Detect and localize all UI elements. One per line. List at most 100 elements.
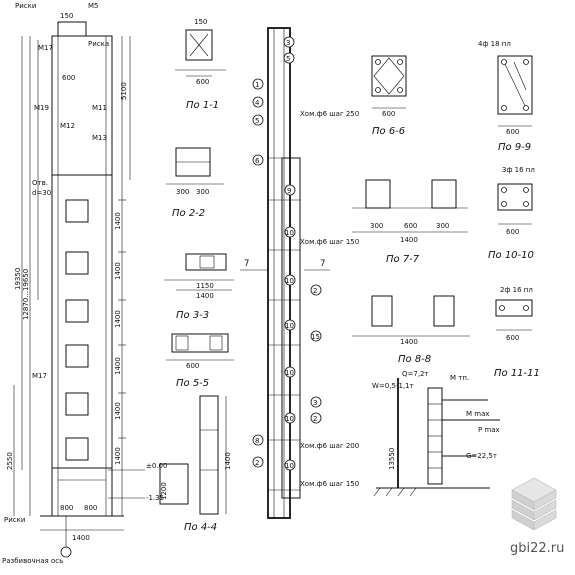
callout-number: 5 xyxy=(255,117,259,125)
rebar-spec: 3ф 16 пл xyxy=(502,166,535,174)
callout-number: 4 xyxy=(255,99,260,107)
cut-mark: 7 xyxy=(320,259,325,269)
section-title: По 11-11 xyxy=(494,368,540,379)
callout-number: 5 xyxy=(286,55,290,63)
label-m17b: М17 xyxy=(32,372,47,380)
dim-total-height: 19350 xyxy=(14,268,22,290)
dim-panel-5: 1400 xyxy=(114,402,122,420)
callout-number: 10 xyxy=(285,415,294,423)
section-4-4: 1400 1200 По 4-4 xyxy=(159,395,232,533)
label-otv: Отв. xyxy=(32,179,48,187)
note: Хом.ф6 шаг 150 xyxy=(300,238,359,246)
dim-height-range: 12870...19650 xyxy=(22,269,30,320)
watermark: gbi22.ru xyxy=(510,541,564,556)
panel-opening xyxy=(65,437,89,461)
rebar-spec: 4ф 18 пл xyxy=(478,40,511,48)
load-p: P max xyxy=(478,426,500,434)
callout-number: 2 xyxy=(255,459,259,467)
load-w: W=0,5-1,1т xyxy=(372,382,414,390)
callout-number: 10 xyxy=(285,462,294,470)
dim: 600 xyxy=(404,222,417,230)
label-m19: М19 xyxy=(34,104,49,112)
level-zero: ±0.00 xyxy=(146,462,167,470)
label-riski-top: Риски xyxy=(15,2,36,10)
load-diagram: Q=7,2т W=0,5-1,1т М тп. М max P max G=22… xyxy=(372,370,500,497)
dim: 300 xyxy=(176,188,189,196)
callout-number: 10 xyxy=(285,369,294,377)
dim-base-block: 2550 xyxy=(6,452,14,470)
section-title: По 6-6 xyxy=(372,126,405,137)
dim: 150 xyxy=(194,18,207,26)
section-title: По 10-10 xyxy=(488,250,534,261)
dim: 1200 xyxy=(160,482,168,500)
dim-top-block: 5100 xyxy=(120,82,128,100)
dim-bottom-800a: 800 xyxy=(60,504,73,512)
callout-number: 2 xyxy=(313,287,317,295)
dim: 600 xyxy=(382,110,395,118)
rebar-cage: 7 7 xyxy=(240,27,330,519)
note: Хом.ф6 шаг 250 xyxy=(300,110,359,118)
section-8-8: 1400 По 8-8 xyxy=(352,295,470,365)
dim-bottom-800b: 800 xyxy=(84,504,97,512)
dim-top-150: 150 xyxy=(60,12,73,20)
dim-panel-1: 1400 xyxy=(114,212,122,230)
rebar-notes: Хом.ф6 шаг 250 Хом.ф6 шаг 150 Хом.ф6 шаг… xyxy=(300,110,359,488)
section-title: По 1-1 xyxy=(186,100,219,111)
callout-number: 6 xyxy=(255,157,260,165)
dim: 1400 xyxy=(400,338,418,346)
load-height: 13550 xyxy=(388,448,396,470)
section-title: По 2-2 xyxy=(172,208,205,219)
panel-opening xyxy=(65,251,89,275)
load-g: G=22,5т xyxy=(466,452,497,460)
cut-mark: 7 xyxy=(244,259,249,269)
callout-number: 2 xyxy=(313,415,317,423)
note: Хом.ф6 шаг 200 xyxy=(300,442,359,450)
logo-icon xyxy=(511,477,557,531)
section-5-5: 600 По 5-5 xyxy=(166,333,234,389)
dim: 1400 xyxy=(224,452,232,470)
panel-opening xyxy=(65,344,89,368)
label-m11: М11 xyxy=(92,104,107,112)
callout-number: 9 xyxy=(287,187,291,195)
dim: 600 xyxy=(186,362,199,370)
section-11-11: 600 2ф 16 пл По 11-11 xyxy=(494,286,540,379)
callout-number: 3 xyxy=(286,39,290,47)
level-neg: -1.35 xyxy=(146,494,164,502)
dim: 300 xyxy=(370,222,383,230)
section-1-1: 150 600 По 1-1 xyxy=(175,18,226,111)
dim: 300 xyxy=(436,222,449,230)
callout-number: 8 xyxy=(255,437,259,445)
dim: 300 xyxy=(196,188,209,196)
dim: 1400 xyxy=(196,292,214,300)
label-m13: М13 xyxy=(92,134,107,142)
load-m: М max xyxy=(466,410,490,418)
callout-number: 10 xyxy=(285,322,294,330)
panel-opening xyxy=(65,199,89,223)
label-m5: М5 xyxy=(88,2,99,10)
callout-number: 3 xyxy=(313,399,317,407)
load-q: Q=7,2т xyxy=(402,370,429,378)
dim-panel-6: 1400 xyxy=(114,447,122,465)
label-m17: М17 xyxy=(38,44,53,52)
section-title: По 5-5 xyxy=(176,378,209,389)
callout-number: 15 xyxy=(311,333,320,341)
label-riska: Риска xyxy=(88,40,109,48)
label-riski-bottom: Риски xyxy=(4,516,25,524)
label-m12: М12 xyxy=(60,122,75,130)
load-mtp: М тп. xyxy=(450,374,469,382)
dim-bottom-1400: 1400 xyxy=(72,534,90,542)
note: Хом.ф6 шаг 150 xyxy=(300,480,359,488)
column-elevation: Риски М5 М17 Риска М19 М11 М13 М12 Отв. … xyxy=(2,2,167,565)
callout-number: 1 xyxy=(255,81,259,89)
dim-panel-4: 1400 xyxy=(114,357,122,375)
section-6-6: 600 По 6-6 xyxy=(371,55,407,137)
section-3-3: 1150 1400 По 3-3 xyxy=(164,253,234,321)
dim: 600 xyxy=(196,78,209,86)
dim-top-600: 600 xyxy=(62,74,75,82)
dim: 600 xyxy=(506,228,519,236)
dim-panel-2: 1400 xyxy=(114,262,122,280)
panel-opening xyxy=(65,392,89,416)
rebar-spec: 2ф 16 пл xyxy=(500,286,533,294)
section-2-2: 300 300 По 2-2 xyxy=(166,147,224,219)
